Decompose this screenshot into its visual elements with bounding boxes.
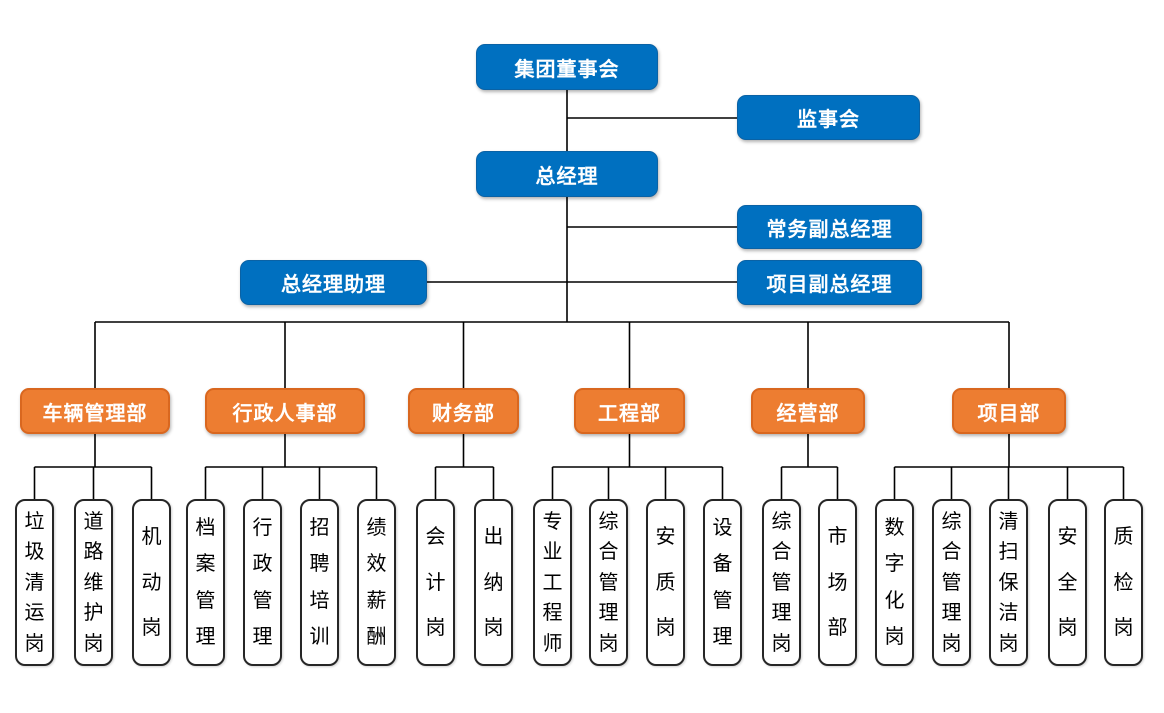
node-pos-safety: 安全岗 [1048,499,1087,666]
node-exec-deputy-gm: 常务副总经理 [737,205,922,249]
node-pos-market: 市场部 [818,499,857,666]
node-pos-general-mgmt-proj: 综合管理岗 [932,499,971,666]
node-dept-project: 项目部 [952,388,1066,434]
node-pos-road-maintenance: 道路维护岗 [74,499,113,666]
node-board: 集团董事会 [476,44,658,90]
node-dept-engineering: 工程部 [574,388,685,434]
node-pos-general-mgmt-ops: 综合管理岗 [762,499,801,666]
node-pos-quality-check: 质检岗 [1104,499,1143,666]
node-pos-digitalization: 数字化岗 [875,499,914,666]
node-pos-accounting: 会计岗 [416,499,455,666]
node-supervisory-board: 监事会 [737,95,920,140]
node-pos-admin-mgmt: 行政管理 [243,499,282,666]
node-pos-archives-mgmt: 档案管理 [186,499,225,666]
node-pos-general-mgmt-eng: 综合管理岗 [589,499,628,666]
node-gm-assistant: 总经理助理 [240,260,427,305]
node-dept-operations: 经营部 [751,388,865,434]
node-pos-mobile: 机动岗 [132,499,171,666]
node-pos-performance-comp: 绩效薪酬 [357,499,396,666]
node-pos-cashier: 出纳岗 [474,499,513,666]
node-pos-professional-engineer: 专业工程师 [533,499,572,666]
node-general-manager: 总经理 [476,151,658,197]
node-pos-safety-quality: 安质岗 [646,499,685,666]
node-dept-vehicle-management: 车辆管理部 [20,388,170,434]
node-pos-garbage-collection: 垃圾清运岗 [15,499,54,666]
node-dept-finance: 财务部 [408,388,519,434]
node-pos-cleaning: 清扫保洁岗 [989,499,1028,666]
node-pos-equipment-mgmt: 设备管理 [703,499,742,666]
node-dept-admin-hr: 行政人事部 [205,388,365,434]
node-project-deputy-gm: 项目副总经理 [737,260,922,305]
node-pos-recruit-training: 招聘培训 [300,499,339,666]
